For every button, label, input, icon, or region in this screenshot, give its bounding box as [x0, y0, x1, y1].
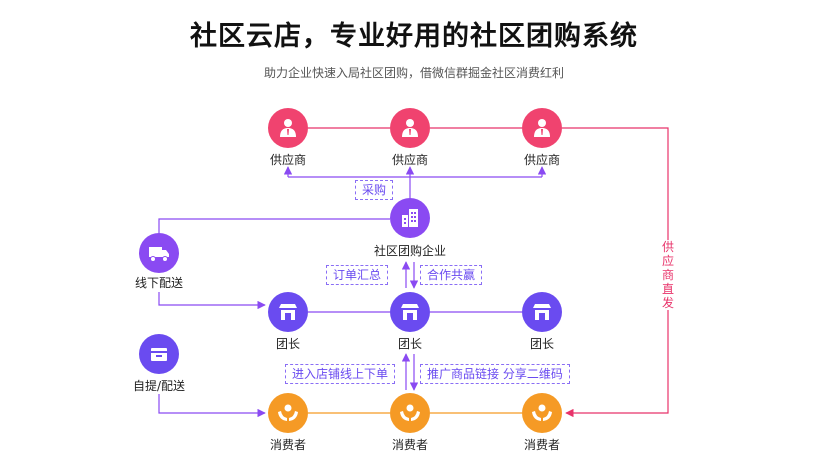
offline-delivery-node: [139, 233, 179, 273]
supplier-node-2: [390, 108, 430, 148]
supplier-label-2: 供应商: [391, 153, 428, 167]
enterprise-label: 社区团购企业: [373, 244, 446, 258]
page-subtitle: 助力企业快速入局社区团购，借微信群掘金社区消费红利: [263, 66, 564, 80]
supplier-label-3: 供应商: [523, 153, 560, 167]
consumer-node-3: [522, 393, 562, 433]
leader-node-2: [390, 292, 430, 332]
purchase-tag: 采购: [355, 180, 394, 200]
delivery-to-leader-line: [158, 292, 266, 310]
leader-label-2: 团长: [397, 337, 422, 351]
pickup-to-consumer-line: [158, 394, 266, 418]
box-icon: [151, 348, 167, 361]
supplier-label-1: 供应商: [269, 153, 306, 167]
self-pickup-label: 自提/配送: [132, 379, 186, 393]
leader-label-1: 团长: [275, 337, 300, 351]
hands-icon: [532, 404, 552, 421]
leader-label-3: 团长: [529, 337, 554, 351]
consumer-node-1: [268, 393, 308, 433]
consumer-node-2: [390, 393, 430, 433]
store-icon: [279, 304, 297, 320]
leader-node-3: [522, 292, 562, 332]
leader-node-1: [268, 292, 308, 332]
consumer-label-2: 消费者: [391, 438, 428, 452]
supplier-node-3: [522, 108, 562, 148]
enter-store-tag: 进入店铺线上下单: [285, 364, 396, 384]
order-summary-tag: 订单汇总: [326, 265, 389, 285]
person-icon: [402, 119, 418, 137]
enterprise-node: [390, 198, 430, 238]
person-icon: [280, 119, 296, 137]
supplier-node-1: [268, 108, 308, 148]
store-icon: [533, 304, 551, 320]
store-icon: [401, 304, 419, 320]
purchase-line: [288, 176, 542, 198]
hands-icon: [400, 404, 420, 421]
offline-delivery-label: 线下配送: [134, 276, 183, 290]
person-icon: [534, 119, 550, 137]
hands-icon: [278, 404, 298, 421]
page-title: 社区云店，专业好用的社区团购系统: [190, 21, 638, 52]
promote-tag: 推广商品链接 分享二维码: [420, 364, 570, 384]
self-pickup-node: [139, 334, 179, 374]
consumer-label-3: 消费者: [523, 438, 560, 452]
enterprise-to-delivery-line: [158, 218, 390, 233]
truck-icon: [149, 247, 169, 262]
cooperation-tag: 合作共赢: [420, 265, 483, 285]
building-icon: [402, 209, 418, 227]
direct-delivery-label: 供应商直发: [661, 240, 675, 310]
direct-delivery-line: [562, 127, 669, 418]
consumer-label-1: 消费者: [269, 438, 306, 452]
